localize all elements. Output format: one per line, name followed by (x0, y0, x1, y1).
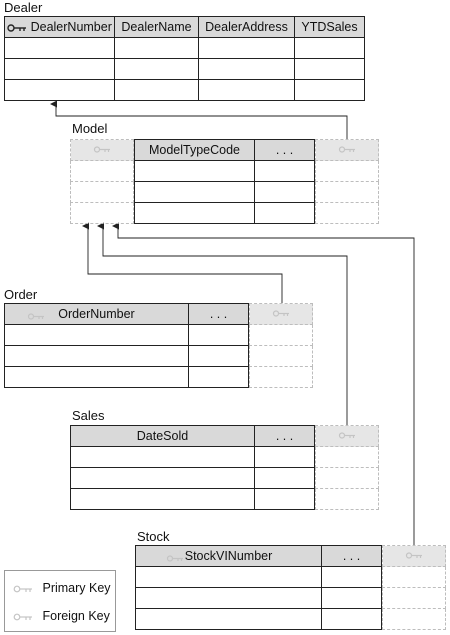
order-ghost-fk (249, 303, 313, 388)
legend-primary: Primary Key (13, 581, 111, 595)
foreign-key-ghost-icon (338, 146, 355, 153)
order-to-model-line (82, 222, 283, 305)
table-row (4, 58, 365, 80)
foreign-key-ghost-icon (272, 310, 289, 317)
order-title: Order (4, 287, 38, 302)
dealer-title: Dealer (4, 0, 43, 15)
table-row (4, 324, 249, 346)
dealer-col-dealername: DealerName (114, 16, 199, 38)
foreign-key-icon (13, 613, 32, 621)
table-row (134, 181, 315, 203)
sales-title: Sales (72, 408, 105, 423)
model-title: Model (72, 121, 108, 136)
order-col-ordernumber: OrderNumber (4, 303, 189, 325)
stock-col-stockvinumber: StockVINumber (135, 545, 322, 567)
primary-key-icon (7, 24, 27, 32)
primary-key-icon (13, 585, 32, 593)
model-col-more: . . . (254, 139, 315, 161)
primary-key-ghost-icon (166, 555, 183, 562)
model-to-dealer-line (50, 100, 348, 141)
legend-primary-label: Primary Key (42, 581, 111, 595)
legend-foreign: Foreign Key (13, 609, 110, 623)
table-row (134, 202, 315, 224)
primary-key-ghost-icon (27, 313, 44, 320)
sales-to-model-line (97, 222, 348, 426)
model-ghost-pk (70, 139, 134, 224)
sales-ghost-fk (315, 425, 379, 510)
table-row (70, 488, 315, 510)
primary-key-ghost-icon (93, 146, 110, 153)
legend-foreign-label: Foreign Key (42, 609, 110, 623)
table-row (4, 37, 365, 59)
dealer-col-ytdsales: YTDSales (294, 16, 365, 38)
model-ghost-fk (315, 139, 379, 224)
order-col-more: . . . (188, 303, 249, 325)
stock-col-more: . . . (321, 545, 382, 567)
table-row (4, 79, 365, 101)
dealer-table: DealerNumber DealerName DealerAddress YT… (4, 16, 365, 101)
table-row (135, 566, 382, 588)
stock-ghost-fk (382, 545, 446, 630)
table-row (70, 446, 315, 468)
model-table: ModelTypeCode . . . (134, 139, 315, 224)
order-table: OrderNumber . . . (4, 303, 249, 388)
foreign-key-ghost-icon (405, 552, 422, 559)
sales-col-more: . . . (254, 425, 315, 447)
legend: Primary Key Foreign Key (4, 570, 116, 632)
table-row (135, 587, 382, 609)
table-row (4, 366, 249, 388)
sales-col-datesold: DateSold (70, 425, 255, 447)
stock-to-model-line (112, 222, 415, 546)
table-row (70, 467, 315, 489)
table-row (4, 345, 249, 367)
foreign-key-ghost-icon (338, 432, 355, 439)
stock-title: Stock (137, 529, 170, 544)
stock-table: StockVINumber . . . (135, 545, 382, 630)
table-row (134, 160, 315, 182)
dealer-col-dealernumber: DealerNumber (4, 16, 115, 38)
model-col-modeltypecode: ModelTypeCode (134, 139, 255, 161)
dealer-col-dealeraddress: DealerAddress (198, 16, 295, 38)
table-row (135, 608, 382, 630)
sales-table: DateSold . . . (70, 425, 315, 510)
